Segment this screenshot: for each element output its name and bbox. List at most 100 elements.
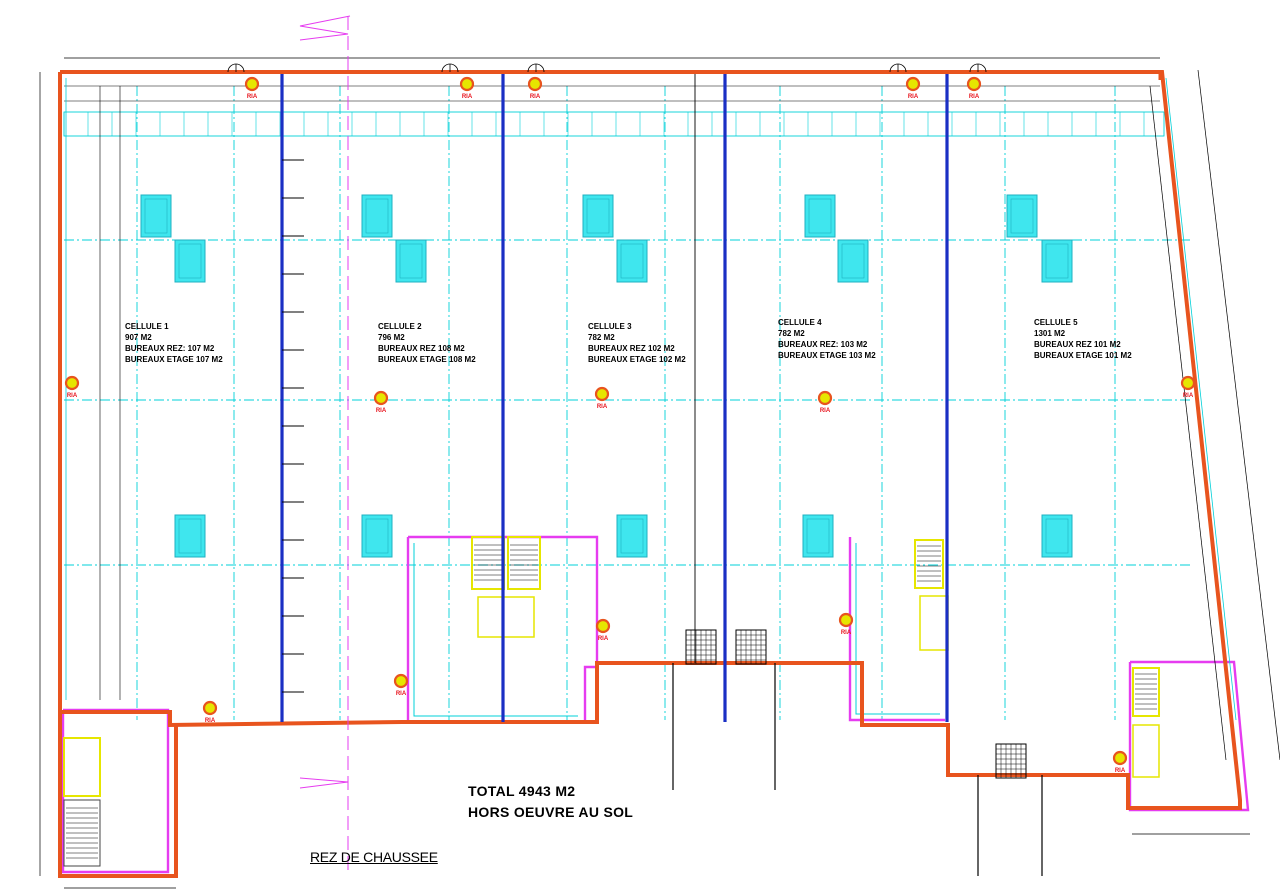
cell-5-area: 1301 M2: [1034, 329, 1066, 338]
sanitary-block: [477, 596, 535, 638]
ria-label: RIA: [247, 94, 258, 100]
skylight-inner: [365, 198, 389, 234]
ria-extinguisher-icon: [905, 76, 921, 92]
skylight: [1041, 514, 1073, 558]
ria-extinguisher-icon: [595, 618, 611, 634]
cell-1-area: 907 M2: [125, 333, 152, 342]
cell-3-label: CELLULE 3 782 M2 BUREAUX REZ 102 M2 BURE…: [588, 321, 686, 365]
outer-wall: [58, 70, 1242, 810]
skylight: [804, 194, 836, 238]
cell-4-label: CELLULE 4 782 M2 BUREAUX REZ: 103 M2 BUR…: [778, 317, 876, 361]
skylight: [361, 194, 393, 238]
ria-label: RIA: [598, 636, 609, 642]
skylight-inner: [620, 518, 644, 554]
skylight-inner: [841, 243, 865, 279]
cell-2-label: CELLULE 2 796 M2 BUREAUX REZ 108 M2 BURE…: [378, 321, 476, 365]
ria-extinguisher-icon: [373, 390, 389, 406]
ria-label: RIA: [462, 94, 473, 100]
cell-2-office-upper: BUREAUX ETAGE 108 M2: [378, 355, 476, 364]
stair-cell-1: [63, 799, 101, 867]
skylight: [174, 514, 206, 558]
ria-label: RIA: [376, 408, 387, 414]
ria-label: RIA: [1183, 393, 1194, 399]
cell-4-office-upper: BUREAUX ETAGE 103 M2: [778, 351, 876, 360]
ria-label: RIA: [67, 393, 78, 399]
skylight: [1041, 239, 1073, 283]
skylight: [140, 194, 172, 238]
ria-label: RIA: [396, 691, 407, 697]
section-arrow-bottom: [299, 777, 349, 789]
skylight: [361, 514, 393, 558]
total-area-block: TOTAL 4943 M2 HORS OEUVRE AU SOL: [468, 781, 633, 823]
skylight-inner: [808, 198, 832, 234]
ria-extinguisher-icon: [838, 612, 854, 628]
cell-3-office-upper: BUREAUX ETAGE 102 M2: [588, 355, 686, 364]
skylight: [837, 239, 869, 283]
cell-1-office-ground: BUREAUX REZ: 107 M2: [125, 344, 215, 353]
cell-2-name: CELLULE 2: [378, 322, 422, 331]
ria-label: RIA: [841, 630, 852, 636]
stair-cell-3: [507, 536, 541, 590]
ria-extinguisher-icon: [817, 390, 833, 406]
skylight-inner: [1010, 198, 1034, 234]
ria-extinguisher-icon: [1180, 375, 1196, 391]
sanitary-cell-1: [63, 737, 101, 797]
outer-wall-annex: [58, 712, 178, 878]
floor-title: REZ DE CHAUSSEE: [310, 849, 438, 865]
skylight-inner: [178, 243, 202, 279]
ria-label: RIA: [908, 94, 919, 100]
skylight: [174, 239, 206, 283]
sanitary-cell-5: [1132, 724, 1160, 778]
structural-grid: [63, 85, 1190, 720]
ria-label: RIA: [597, 404, 608, 410]
ria-label: RIA: [969, 94, 980, 100]
skylight-inner: [1045, 243, 1069, 279]
skylight-inner: [586, 198, 610, 234]
total-area-note: HORS OEUVRE AU SOL: [468, 804, 634, 820]
skylight-inner: [620, 243, 644, 279]
ria-extinguisher-icon: [594, 386, 610, 402]
cell-2-area: 796 M2: [378, 333, 405, 342]
cell-4-office-ground: BUREAUX REZ: 103 M2: [778, 340, 868, 349]
cell-1-office-upper: BUREAUX ETAGE 107 M2: [125, 355, 223, 364]
skylights: [140, 194, 1073, 558]
ria-label: RIA: [1115, 768, 1126, 774]
inner-envelope-grid: [1165, 77, 1237, 721]
ria-label: RIA: [820, 408, 831, 414]
ria-label: RIA: [205, 718, 216, 724]
ria-extinguisher-icon: [64, 375, 80, 391]
skylight-inner: [1045, 518, 1069, 554]
skylight-inner: [399, 243, 423, 279]
cell-5-label: CELLULE 5 1301 M2 BUREAUX REZ 101 M2 BUR…: [1034, 317, 1132, 361]
ria-extinguisher-icon: [1112, 750, 1128, 766]
office-inner-wall: [413, 543, 578, 717]
skylight-inner: [806, 518, 830, 554]
inner-envelope: [1149, 85, 1227, 761]
ria-extinguisher-icon: [966, 76, 982, 92]
stair-cell-4: [914, 539, 944, 589]
section-arrow-top: [299, 15, 351, 41]
dimension-right: [1197, 69, 1280, 761]
sanitary-cell-4: [919, 595, 949, 651]
skylight: [616, 239, 648, 283]
ria-extinguisher-icon: [202, 700, 218, 716]
cell-5-name: CELLULE 5: [1034, 318, 1078, 327]
cell-4-name: CELLULE 4: [778, 318, 822, 327]
office-inner-wall: [855, 543, 940, 715]
skylight: [395, 239, 427, 283]
office-blocks: [61, 535, 1250, 874]
ria-label: RIA: [530, 94, 541, 100]
cell-5-office-ground: BUREAUX REZ 101 M2: [1034, 340, 1121, 349]
cell-1-label: CELLULE 1 907 M2 BUREAUX REZ: 107 M2 BUR…: [125, 321, 223, 365]
cell-1-name: CELLULE 1: [125, 322, 169, 331]
office-block-cell-4: [848, 537, 945, 722]
stair-cell-5: [1132, 667, 1160, 717]
total-area: TOTAL 4943 M2: [468, 783, 576, 799]
cell-3-area: 782 M2: [588, 333, 615, 342]
skylight-inner: [365, 518, 389, 554]
skylight: [1006, 194, 1038, 238]
skylight-inner: [144, 198, 168, 234]
office-block-cell-1: [61, 708, 170, 874]
plan-details: [227, 15, 1027, 876]
